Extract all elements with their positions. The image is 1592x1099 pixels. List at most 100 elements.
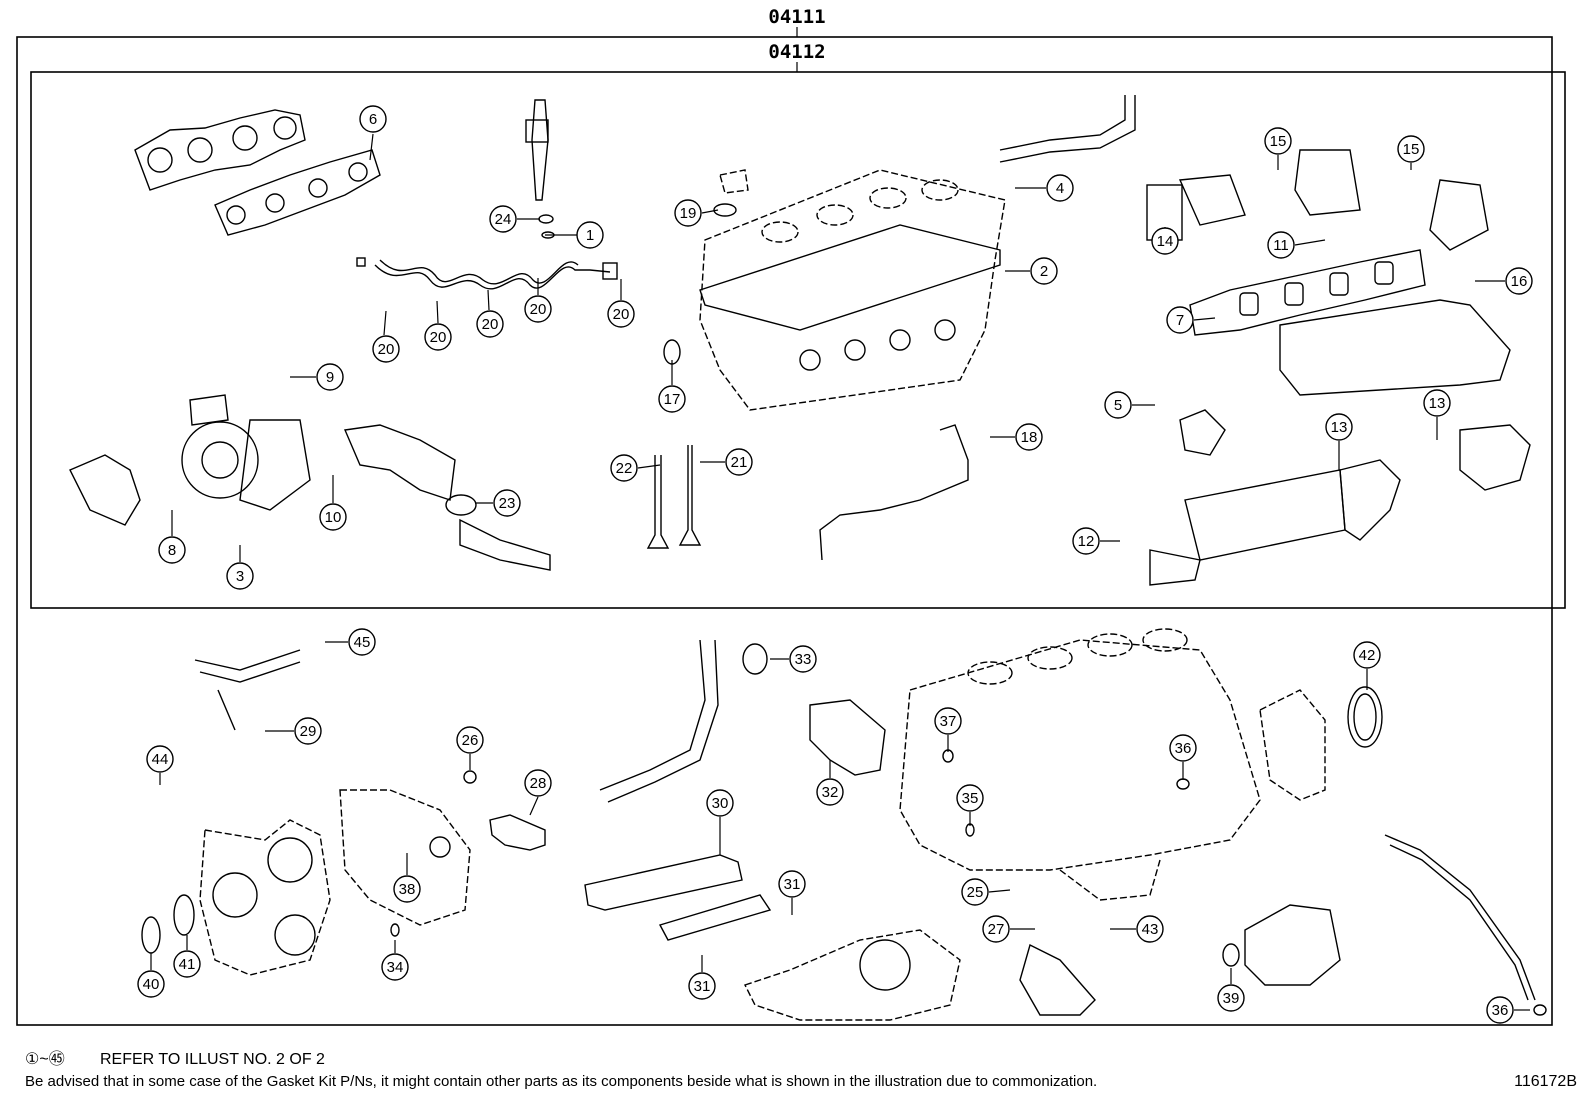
callout-2: 2 — [1005, 257, 1058, 285]
callout-33: 33 — [770, 645, 817, 673]
callout-label: 20 — [378, 341, 395, 358]
callout-label: 26 — [462, 732, 479, 749]
gasket-kit-notice: Be advised that in some case of the Gask… — [25, 1073, 1097, 1090]
callout-11: 11 — [1267, 231, 1326, 259]
callout-label: 18 — [1021, 429, 1038, 446]
callout-8: 8 — [158, 510, 186, 564]
callout-label: 19 — [680, 205, 697, 222]
callout-3: 3 — [226, 545, 254, 590]
callout-label: 9 — [326, 369, 334, 386]
callout-24: 24 — [489, 205, 540, 233]
outer-frame — [16, 36, 1553, 1026]
callout-label: 16 — [1511, 273, 1528, 290]
callout-15a: 15 — [1264, 127, 1292, 170]
assembly-code-outer: 04111 — [768, 6, 825, 28]
callout-25: 25 — [961, 878, 1011, 906]
callout-10: 10 — [319, 475, 347, 531]
callout-23: 23 — [475, 489, 521, 517]
callout-label: 3 — [236, 568, 244, 585]
callout-18: 18 — [990, 423, 1043, 451]
callout-16: 16 — [1475, 267, 1533, 295]
callout-29: 29 — [265, 717, 322, 745]
callout-label: 5 — [1114, 397, 1122, 414]
callout-31b: 31 — [688, 955, 716, 1000]
callout-label: 28 — [530, 775, 547, 792]
callout-14: 14 — [1151, 227, 1179, 255]
callout-label: 15 — [1403, 141, 1420, 158]
callout-36b: 36 — [1486, 996, 1530, 1024]
callout-label: 43 — [1142, 921, 1159, 938]
callout-label: 38 — [399, 881, 416, 898]
callout-label: 2 — [1040, 263, 1048, 280]
callout-label: 42 — [1359, 647, 1376, 664]
callout-45: 45 — [325, 628, 376, 656]
callout-label: 20 — [613, 306, 630, 323]
callout-label: 24 — [495, 211, 512, 228]
callout-label: 17 — [664, 391, 681, 408]
footnote-text: REFER TO ILLUST NO. 2 OF 2 — [100, 1051, 325, 1068]
callout-label: 22 — [616, 460, 633, 477]
callout-28: 28 — [524, 769, 552, 816]
callout-22: 22 — [610, 454, 661, 482]
callout-19: 19 — [674, 199, 719, 227]
callout-label: 12 — [1078, 533, 1095, 550]
callout-13b: 13 — [1423, 389, 1451, 440]
callout-44: 44 — [146, 745, 174, 785]
callout-7: 7 — [1166, 306, 1216, 334]
callout-label: 15 — [1270, 133, 1287, 150]
inner-frame — [30, 71, 1566, 609]
callout-label: 7 — [1176, 312, 1184, 329]
callout-label: 39 — [1223, 990, 1240, 1007]
callout-20d: 20 — [524, 278, 552, 323]
callout-label: 1 — [586, 227, 594, 244]
callout-4: 4 — [1015, 174, 1074, 202]
callout-label: 11 — [1273, 237, 1289, 254]
callout-30: 30 — [706, 789, 734, 855]
callout-38: 38 — [393, 853, 421, 903]
callout-label: 36 — [1175, 740, 1192, 757]
callout-label: 14 — [1157, 233, 1174, 250]
callout-label: 33 — [795, 651, 812, 668]
callout-1: 1 — [545, 221, 604, 249]
callout-6: 6 — [359, 105, 387, 161]
footnote-range: ①~㊺ — [25, 1050, 65, 1068]
callout-label: 31 — [694, 978, 711, 995]
callout-20c: 20 — [476, 289, 504, 338]
callout-label: 31 — [784, 876, 801, 893]
callout-label: 20 — [430, 329, 447, 346]
callout-12: 12 — [1072, 527, 1120, 555]
callout-label: 27 — [988, 921, 1005, 938]
callout-26: 26 — [456, 726, 484, 770]
callout-label: 34 — [387, 959, 404, 976]
callout-label: 45 — [354, 634, 371, 651]
callout-label: 29 — [300, 723, 317, 740]
footnotes: ①~㊺ REFER TO ILLUST NO. 2 OF 2 Be advise… — [25, 1050, 1577, 1090]
callout-20b: 20 — [424, 300, 452, 351]
callout-13a: 13 — [1325, 413, 1353, 470]
callout-label: 8 — [168, 542, 176, 559]
callout-label: 37 — [940, 713, 957, 730]
callout-label: 20 — [482, 316, 499, 333]
callout-20e: 20 — [607, 279, 635, 328]
callout-32: 32 — [816, 760, 844, 806]
callout-label: 21 — [731, 454, 748, 471]
callout-5: 5 — [1104, 391, 1155, 419]
callouts: 6 24 1 19 2 4 15 15 14 11 16 7 20 20 20 … — [137, 105, 1547, 1024]
callout-20a: 20 — [372, 310, 400, 363]
callout-27: 27 — [982, 915, 1035, 943]
callout-40: 40 — [137, 953, 165, 998]
callout-label: 44 — [152, 751, 169, 768]
callout-37: 37 — [934, 707, 962, 752]
part-drawings — [69, 95, 1536, 1021]
callout-label: 13 — [1331, 419, 1348, 436]
callout-42: 42 — [1353, 641, 1381, 690]
callout-39: 39 — [1217, 968, 1245, 1012]
illustration-id: 116172B — [1514, 1073, 1577, 1090]
callout-label: 10 — [325, 509, 342, 526]
callout-label: 32 — [822, 784, 839, 801]
callout-34: 34 — [381, 940, 409, 981]
callout-36a: 36 — [1169, 734, 1197, 780]
callout-label: 13 — [1429, 395, 1446, 412]
callout-label: 4 — [1056, 180, 1064, 197]
